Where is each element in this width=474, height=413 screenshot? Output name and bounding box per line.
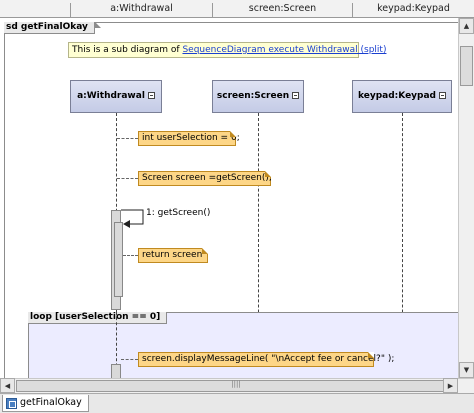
lifeline-line-keypad <box>402 113 403 378</box>
scroll-up-button[interactable]: ▲ <box>459 18 474 34</box>
loop-label[interactable]: loop [userSelection == 0] <box>28 312 168 324</box>
scroll-right-button[interactable]: ▶ <box>443 378 458 393</box>
header-cell-withdrawal[interactable]: a:Withdrawal <box>70 3 212 17</box>
note-connector <box>117 178 138 179</box>
lifeline-line-screen <box>258 113 259 378</box>
lifeline-name: keypad:Keypad <box>357 91 437 101</box>
lifeline-head-withdrawal[interactable]: a:Withdrawal <box>70 80 162 113</box>
lifeline-head-keypad[interactable]: keypad:Keypad <box>352 80 452 113</box>
subdiagram-note-text: This is a sub diagram of <box>72 45 183 55</box>
lifeline-head-screen[interactable]: screen:Screen <box>212 80 304 113</box>
subdiagram-link[interactable]: SequenceDiagram execute Withdrawal (spli… <box>182 45 387 55</box>
activation-bar-loop[interactable] <box>111 364 121 378</box>
collapse-icon[interactable] <box>439 92 447 99</box>
note-return-screen[interactable]: return screen <box>138 248 208 263</box>
tab-get-final-okay[interactable]: getFinalOkay <box>2 395 89 412</box>
collapse-icon[interactable] <box>292 92 300 99</box>
message-get-screen[interactable]: 1: getScreen() <box>146 208 211 218</box>
tab-label: getFinalOkay <box>20 397 82 408</box>
vertical-scrollbar[interactable]: ▲ ▼ <box>458 18 474 378</box>
horizontal-scroll-thumb[interactable] <box>16 380 456 392</box>
note-connector <box>121 359 138 360</box>
activation-bar-inner[interactable] <box>114 222 123 297</box>
lifeline-name: screen:Screen <box>216 91 290 101</box>
diagram-tab-bar: getFinalOkay <box>0 393 474 413</box>
header-cell-screen[interactable]: screen:Screen <box>212 3 352 17</box>
note-connector <box>123 255 138 256</box>
sequence-frame <box>4 22 458 378</box>
horizontal-scrollbar[interactable]: ◀ ▶ <box>0 378 474 393</box>
note-user-selection[interactable]: int userSelection = 0; <box>138 131 240 146</box>
subdiagram-note[interactable]: This is a sub diagram of SequenceDiagram… <box>68 42 386 58</box>
vertical-scroll-thumb[interactable] <box>460 46 473 86</box>
header-cell-label: screen:Screen <box>248 3 317 14</box>
scroll-left-button[interactable]: ◀ <box>0 378 15 393</box>
note-connector <box>117 138 138 139</box>
self-message-arrow[interactable] <box>118 206 148 230</box>
note-get-screen[interactable]: Screen screen =getScreen(); <box>138 171 272 186</box>
lifeline-name: a:Withdrawal <box>77 91 145 101</box>
header-cell-label: a:Withdrawal <box>110 3 173 14</box>
header-cell-empty <box>0 3 70 17</box>
header-cell-label: keypad:Keypad <box>377 3 450 14</box>
frame-label[interactable]: sd getFinalOkay <box>4 22 101 34</box>
diagram-icon <box>6 397 17 409</box>
note-display-message[interactable]: screen.displayMessageLine( "\nAccept fee… <box>138 352 394 367</box>
scroll-down-button[interactable]: ▼ <box>459 362 474 378</box>
lifeline-line-withdrawal-loop <box>116 312 117 378</box>
header-cell-keypad[interactable]: keypad:Keypad <box>352 3 474 17</box>
diagram-canvas[interactable]: sd getFinalOkay This is a sub diagram of… <box>0 18 458 378</box>
lifeline-header-bar: a:Withdrawal screen:Screen keypad:Keypad <box>0 0 474 18</box>
collapse-icon[interactable] <box>147 92 155 99</box>
